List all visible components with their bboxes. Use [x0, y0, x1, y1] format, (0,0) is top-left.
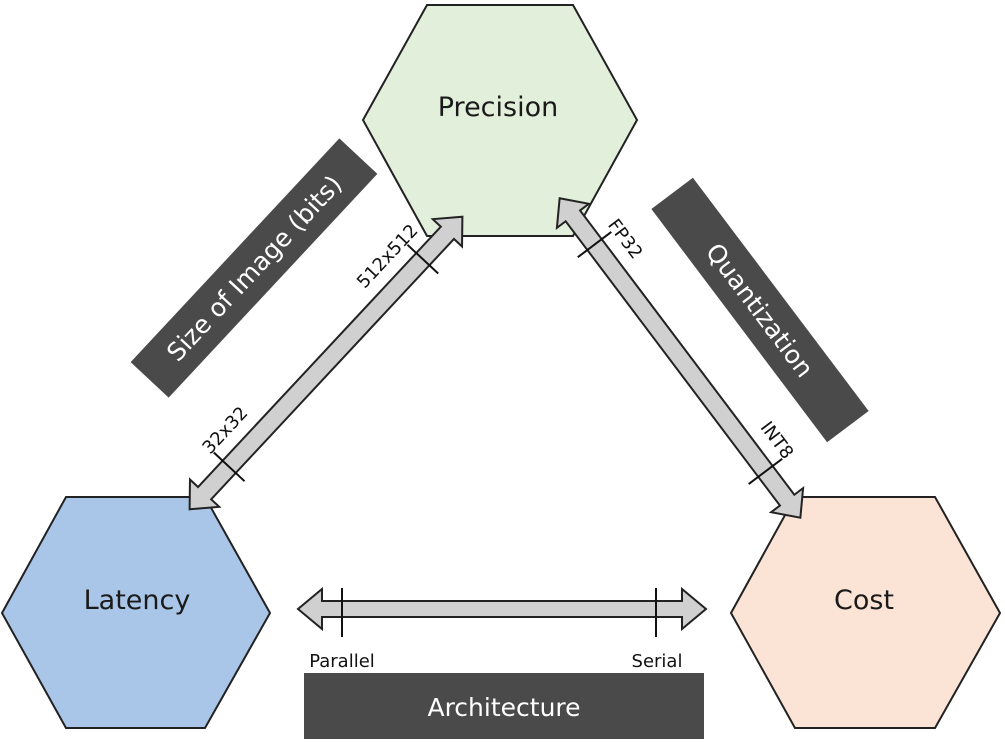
hex-cost: Cost [729, 496, 1002, 729]
quantization-tick-low [748, 457, 783, 485]
hex-cost-label: Cost [834, 585, 894, 616]
architecture-label: Architecture [427, 693, 580, 722]
architecture-left-label: Parallel [309, 651, 375, 672]
edge-quantization: Quantization FP32 INT8 [542, 177, 869, 531]
edge-architecture: Parallel Serial Architecture [296, 586, 708, 739]
hex-precision-shape [361, 4, 639, 237]
quantization-tick-high [577, 231, 612, 259]
hex-latency: Latency [0, 496, 272, 729]
image-size-label: Size of Image (bits) [161, 170, 348, 367]
image-size-tick-low [213, 451, 246, 482]
hex-latency-label: Latency [84, 585, 191, 616]
image-size-tick-high [406, 244, 439, 275]
hex-latency-shape [0, 496, 272, 729]
hex-precision-label: Precision [438, 92, 558, 123]
hex-precision: Precision [361, 4, 639, 237]
architecture-arrow: Parallel Serial [296, 586, 708, 672]
architecture-band: Architecture [304, 673, 704, 739]
architecture-right-label: Serial [632, 651, 683, 672]
image-size-arrow: 512x512 32x32 [173, 202, 479, 524]
quantization-label: Quantization [700, 238, 819, 383]
quantization-band: Quantization [651, 177, 869, 443]
